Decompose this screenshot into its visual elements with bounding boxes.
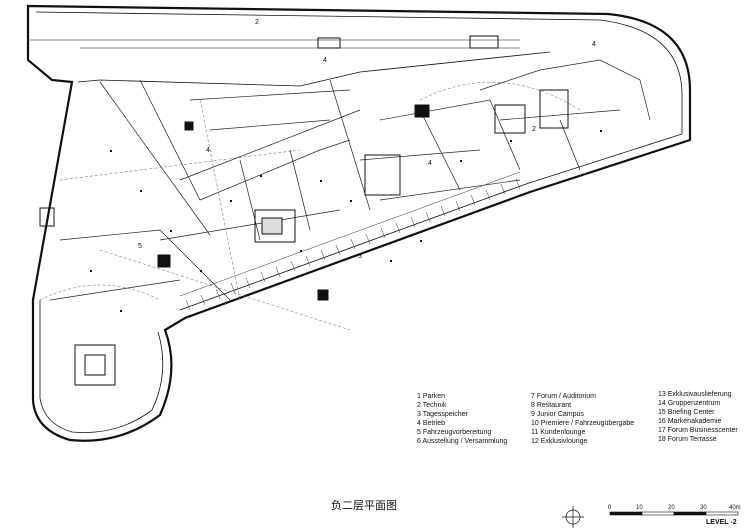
legend-item: 5 Fahrzeugvorbereitung (417, 429, 492, 436)
scale-tick-label: 0 (608, 505, 612, 511)
legend-item: 1 Parken (417, 393, 446, 400)
legend-column-1: 1 Parken 2 Technik 3 Tagesspeicher 4 Bet… (417, 392, 507, 446)
legend-item: 6 Ausstellung / Versammlung (417, 438, 508, 445)
north-arrow-icon (562, 506, 584, 528)
room-label: 4 (592, 41, 596, 48)
scale-tick-label: 30 (700, 505, 707, 511)
legend-item: 17 Forum Businesscenter (658, 427, 738, 434)
legend-item: 15 Briefing Center (658, 409, 715, 416)
parking-bays (179, 171, 521, 311)
column-grid (90, 130, 602, 312)
legend-column-2: 7 Forum / Auditorium 8 Restaurant 9 Juni… (531, 392, 634, 446)
legend-item: 12 Exklusivlounge (531, 438, 588, 445)
legend-item: 14 Gruppenzentrum (658, 400, 721, 407)
room-label: 4 (428, 160, 432, 167)
legend-item: 7 Forum / Auditorium (531, 393, 596, 400)
plan-caption: 负二层平面图 (331, 499, 397, 512)
legend-item: 8 Restaurant (531, 402, 572, 409)
room-label: 4 (323, 57, 327, 64)
room-label: 3 (358, 253, 362, 260)
circulation-dashes (39, 81, 581, 331)
building-outline (26, 4, 692, 442)
room-label: 4 (206, 147, 210, 154)
legend-item: 11 Kundenlounge (531, 429, 586, 436)
scale-tick-label: 20 (668, 505, 675, 511)
room-label: 2 (532, 126, 536, 133)
interior-walls (49, 59, 651, 301)
room-label: 5 (138, 243, 142, 250)
core-blocks (39, 35, 569, 386)
room-labels: 2 4 4 4 4 2 5 3 (138, 19, 596, 260)
legend-item: 2 Technik (417, 402, 447, 409)
legend-item: 9 Junior Campus (531, 411, 584, 418)
legend-item: 13 Exklusivauslieferung (658, 391, 732, 398)
legend-item: 18 Forum Terrasse (658, 436, 717, 443)
room-label: 2 (255, 19, 259, 26)
legend-item: 16 Markenakademie (658, 418, 722, 425)
legend-item: 3 Tagesspeicher (417, 411, 468, 418)
scale-tick-label: 40m (729, 505, 741, 511)
legend-item: 4 Betrieb (417, 420, 446, 427)
legend-column-3: 13 Exklusivauslieferung 14 Gruppenzentru… (658, 390, 738, 444)
scale-bar (609, 511, 739, 516)
level-label: LEVEL -2 (706, 519, 737, 526)
legend-item: 10 Premiere / Fahrzeugübergabe (531, 420, 635, 427)
scale-tick-label: 10 (636, 505, 643, 511)
